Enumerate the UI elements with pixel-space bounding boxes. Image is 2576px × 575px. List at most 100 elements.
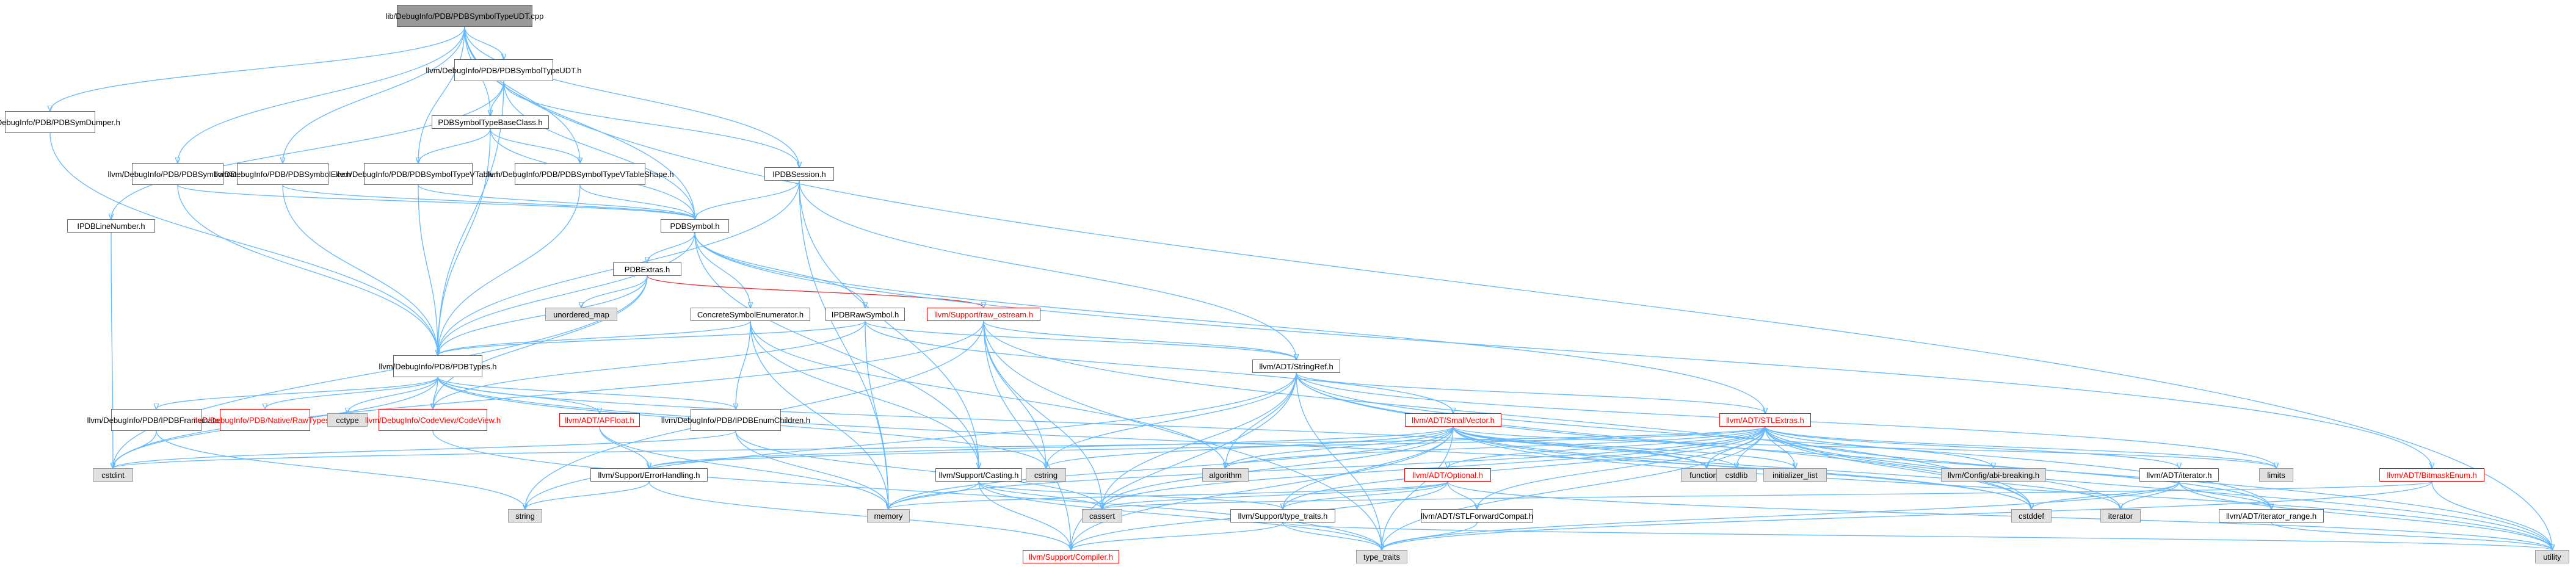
edge-sym_type_udt-to-ipdb_line_number [111, 81, 504, 219]
edge-stl_extras-to-algorithm [1225, 426, 1766, 468]
node-cctype[interactable]: cctype [327, 413, 368, 427]
node-label: llvm/ADT/Optional.h [1412, 470, 1483, 480]
node-optional[interactable]: llvm/ADT/Optional.h [1404, 468, 1491, 482]
node-label: /PDBSymbolTypeVTable.h [407, 169, 501, 179]
edge-stl_extras-to-optional [1448, 426, 1766, 468]
edge-casting-to-cassert [978, 481, 1102, 509]
node-pdb-symbol-data[interactable]: llvm/DebugInfo/PDB/PDBSymbolData.h [107, 163, 248, 185]
node-ipdb-raw-symbol[interactable]: IPDBRawSymbol.h [825, 308, 905, 321]
node-ipdb-enum-children[interactable]: llvm/DebugInfo/PDB/IPDBEnumChildren.h [661, 409, 810, 431]
edge-root-to-ipdb_session [464, 26, 799, 167]
node-cstddef[interactable]: cstddef [2011, 509, 2052, 523]
node-iterator-range[interactable]: llvm/ADT/iterator_range.h [2219, 509, 2324, 523]
node-adt-iterator[interactable]: llvm/ADT/iterator.h [2139, 468, 2219, 482]
edge-pdb_extras-to-pdb_types [438, 275, 648, 355]
edge-ipdb_frame_data-to-string [156, 430, 525, 509]
node-label: llvm/Config/abi-breaking.h [1947, 470, 2040, 480]
node-support-compiler[interactable]: llvm/Support/Compiler.h [1023, 550, 1119, 563]
edge-string_ref-to-cassert [1102, 372, 1297, 509]
node-iterator[interactable]: iterator [2100, 509, 2141, 523]
edge-casting-to-type_traits_h [978, 481, 1283, 509]
node-label: functional [1689, 470, 1724, 480]
node-native-raw-types[interactable]: llvm/DebugInfo/PDB/Native/RawTypes.h [194, 409, 336, 431]
edge-root-to-type_vtable [418, 26, 465, 163]
node-label: IPDBLineNumber.h [77, 221, 145, 231]
node-label: PDBSymbolTypeBaseClass.h [438, 117, 543, 127]
edge-sym_data-to-pdb_symbol [177, 184, 695, 219]
node-string[interactable]: string [508, 509, 542, 523]
node-label: llvm/ADT/iterator.h [2146, 470, 2212, 480]
node-ipdb-frame-data[interactable]: llvm/DebugInfo/PDB/IPDBFrameData.h [87, 409, 225, 431]
node-label: /CodeView.h [456, 415, 501, 425]
edge-raw_ostream-to-string_ref [983, 320, 1296, 360]
node-utility[interactable]: utility [2535, 550, 2569, 563]
node-label: PDBExtras.h [624, 264, 670, 274]
edge-stl_extras-to-adt_iterator [1765, 426, 2179, 468]
node-label: /PDBSymbolTypeUDT.h [497, 65, 582, 75]
node-pdb-symbol-exe[interactable]: llvm/DebugInfo/PDB/PDBSymbolExe.h [214, 163, 351, 185]
edge-small_vector-to-cstring [1046, 426, 1454, 468]
node-initializer-list[interactable]: initializer_list [1763, 468, 1827, 482]
edge-pdb_symbol-to-casting [694, 232, 979, 468]
node-label: iterator [2108, 511, 2133, 521]
edge-concrete_enum-to-casting [750, 320, 979, 468]
node-cstdint[interactable]: cstdint [93, 468, 133, 482]
node-raw-ostream[interactable]: llvm/Support/raw_ostream.h [927, 308, 1040, 321]
edge-small_vector-to-cstdlib [1453, 426, 1736, 468]
node-pdb-symbol-type-base-class[interactable]: PDBSymbolTypeBaseClass.h [432, 115, 549, 129]
node-label: llvm/Support/raw_ostream.h [934, 309, 1033, 319]
node-label: llvm/ADT/BitmaskEnum.h [2387, 470, 2477, 480]
node-pdb-symbol-type-udt[interactable]: llvm/DebugInfo/PDB/PDBSymbolTypeUDT.h [426, 59, 582, 81]
node-label: llvm/Support/ErrorHandling.h [598, 470, 700, 480]
node-label: IPDBSession.h [772, 169, 826, 179]
edge-optional-to-stl_forward_compat [1447, 481, 1477, 509]
edge-type_vtable-to-pdb_types [418, 184, 438, 355]
edge-iterator_range-to-utility [2271, 522, 2552, 550]
node-label: cctype [336, 415, 359, 425]
edge-string_ref-to-iterator_range [1296, 372, 2271, 509]
node-unordered-map[interactable]: unordered_map [545, 308, 617, 321]
node-pdb-types[interactable]: llvm/DebugInfo/PDB/PDBTypes.h [379, 355, 496, 377]
node-type-traits[interactable]: type_traits [1356, 550, 1407, 563]
node-pdb-symbol[interactable]: PDBSymbol.h [661, 219, 729, 233]
node-label: utility [2543, 552, 2561, 562]
edge-ipdb_session-to-string_ref [799, 180, 1296, 360]
edge-sym_exe-to-pdb_types [282, 184, 438, 355]
node-memory[interactable]: memory [867, 509, 910, 523]
node-stl-extras[interactable]: llvm/ADT/STLExtras.h [1719, 413, 1811, 427]
node-support-type-traits[interactable]: llvm/Support/type_traits.h [1230, 509, 1335, 523]
node-error-handling[interactable]: llvm/Support/ErrorHandling.h [590, 468, 708, 482]
node-pdb-symbol-type-vtable[interactable]: llvm/DebugInfo/PDB/PDBSymbolTypeVTable.h [336, 163, 501, 185]
edge-ipdb_session-to-memory [799, 180, 888, 509]
node-label: llvm/DebugInfo/PDB [214, 169, 286, 179]
node-string-ref[interactable]: llvm/ADT/StringRef.h [1252, 360, 1340, 373]
node-pdb-symbol-type-vtable-shape[interactable]: llvm/DebugInfo/PDB/PDBSymbolTypeVTableSh… [486, 163, 674, 185]
edge-raw_ostream-to-cstdint [113, 320, 984, 468]
edge-sym_type_udt-to-pdb_types [438, 81, 504, 355]
edge-raw_ostream-to-type_traits [983, 320, 1382, 550]
node-pdb-sym-dumper[interactable]: llvm/DebugInfo/PDB/PDBSymDumper.h [0, 111, 120, 133]
node-concrete-symbol-enumerator[interactable]: ConcreteSymbolEnumerator.h [691, 308, 810, 321]
node-ipdb-line-number[interactable]: IPDBLineNumber.h [67, 219, 155, 233]
node-ipdb-session[interactable]: IPDBSession.h [764, 167, 834, 181]
edge-adt_iterator-to-utility [2179, 481, 2552, 550]
node-cstring[interactable]: cstring [1026, 468, 1066, 482]
edge-type_traits_h-to-type_traits [1282, 522, 1382, 550]
node-codeview[interactable]: llvm/DebugInfo/CodeView/CodeView.h [365, 409, 501, 431]
node-algorithm[interactable]: algorithm [1202, 468, 1249, 482]
node-small-vector[interactable]: llvm/ADT/SmallVector.h [1405, 413, 1501, 427]
node-cstdlib[interactable]: cstdlib [1716, 468, 1757, 482]
node-limits[interactable]: limits [2259, 468, 2293, 482]
node-stl-forward-compat[interactable]: llvm/ADT/STLForwardCompat.h [1421, 509, 1533, 523]
node-ap-float[interactable]: llvm/ADT/APFloat.h [559, 413, 640, 427]
node-casting[interactable]: llvm/Support/Casting.h [935, 468, 1022, 482]
node-pdb-extras[interactable]: PDBExtras.h [613, 262, 681, 276]
node-cassert[interactable]: cassert [1082, 509, 1122, 523]
node-label: ConcreteSymbolEnumerator.h [697, 309, 804, 319]
node-config-abi-breaking[interactable]: llvm/Config/abi-breaking.h [1941, 468, 2046, 482]
edge-pdb_symbol-to-concrete_enum [694, 232, 750, 308]
edge-string_ref-to-type_traits [1296, 372, 1382, 550]
node-bitmask-enum[interactable]: llvm/ADT/BitmaskEnum.h [2379, 468, 2484, 482]
